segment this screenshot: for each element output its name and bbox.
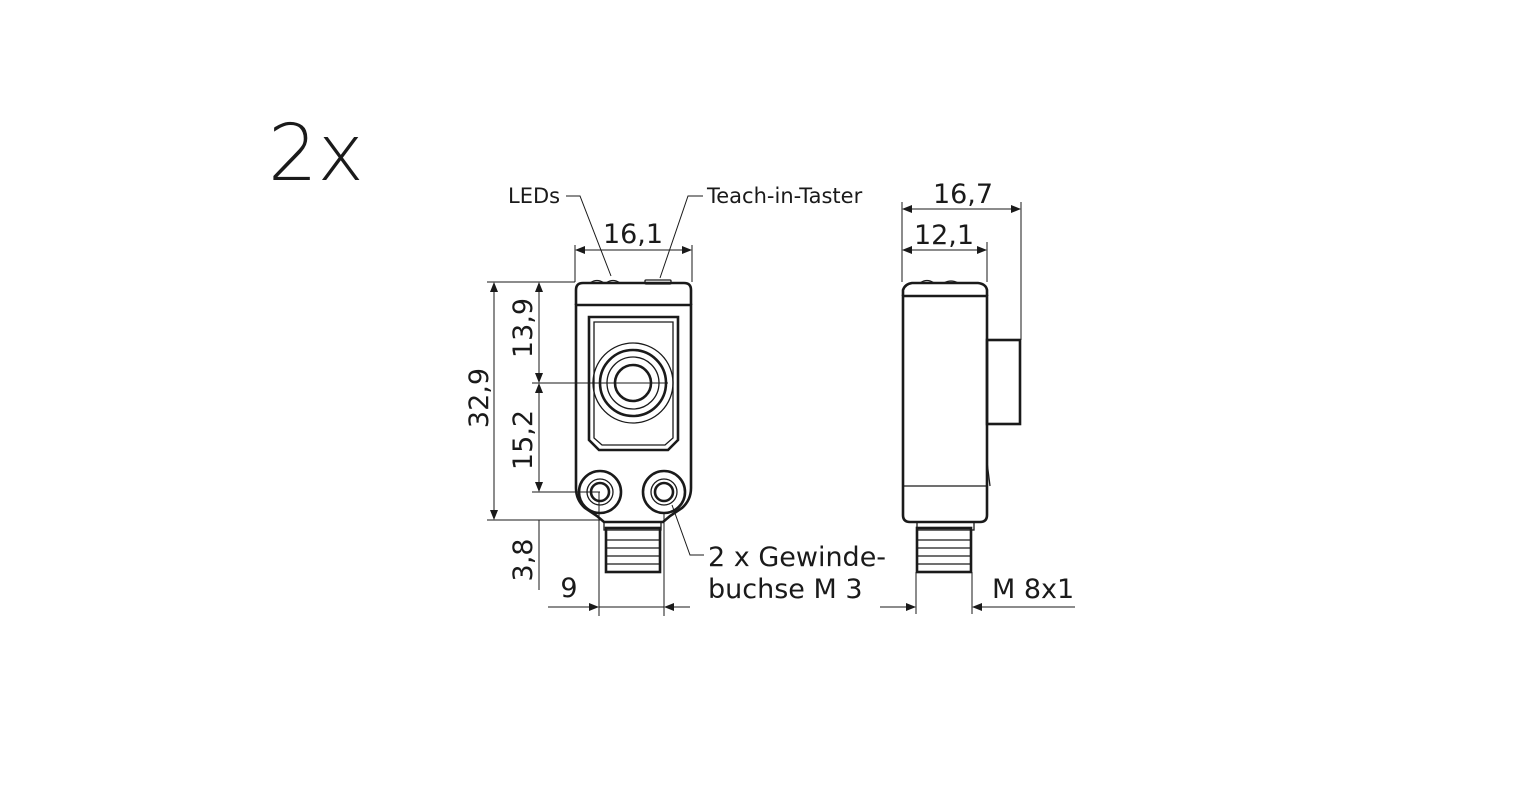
teach-leader [659,195,703,279]
side-dimensions: 16,7 12,1 M 8x1 [880,179,1075,614]
connector-height-label: 3,8 [508,539,539,582]
lens-window [587,315,680,452]
leds-label: LEDs [508,184,560,208]
leds-leader [566,195,612,277]
thread-label-line2: buchse M 3 [708,574,863,605]
lens-window-inner [593,321,674,446]
front-connector [603,521,662,574]
connector-thread-label: M 8x1 [992,574,1074,605]
side-top-cap [901,281,989,296]
upper-height-label: 13,9 [508,298,539,358]
front-view [574,279,693,574]
thread-label-line1: 2 x Gewinde- [708,542,886,573]
front-top-cap [574,281,693,305]
front-width-label: 16,1 [603,219,663,250]
quantity-label: 2x [268,109,364,199]
side-body-depth-label: 12,1 [914,220,974,251]
led-bump-1 [589,279,605,284]
side-optic-housing [985,338,1022,426]
front-body [574,303,693,524]
mount-hole-right [653,481,675,503]
side-body [901,294,989,524]
thread-leader [671,504,704,556]
callouts: LEDs Teach-in-Taster 2 x Gewinde- buchse… [508,184,886,605]
total-height-label: 32,9 [464,368,495,428]
led-bump-2 [605,279,621,284]
mount-hole-right-outer [641,469,687,515]
front-dimensions: 16,1 32,9 13,9 15,2 3,8 9 [464,219,693,616]
teach-label: Teach-in-Taster [706,184,863,208]
side-connector [915,521,975,574]
mount-hole-right-mid [650,478,678,506]
side-view [901,279,1022,574]
side-total-depth-label: 16,7 [933,179,993,210]
hole-spacing-label: 9 [560,573,577,604]
teach-button-shape [644,279,672,285]
lower-height-label: 15,2 [508,410,539,470]
